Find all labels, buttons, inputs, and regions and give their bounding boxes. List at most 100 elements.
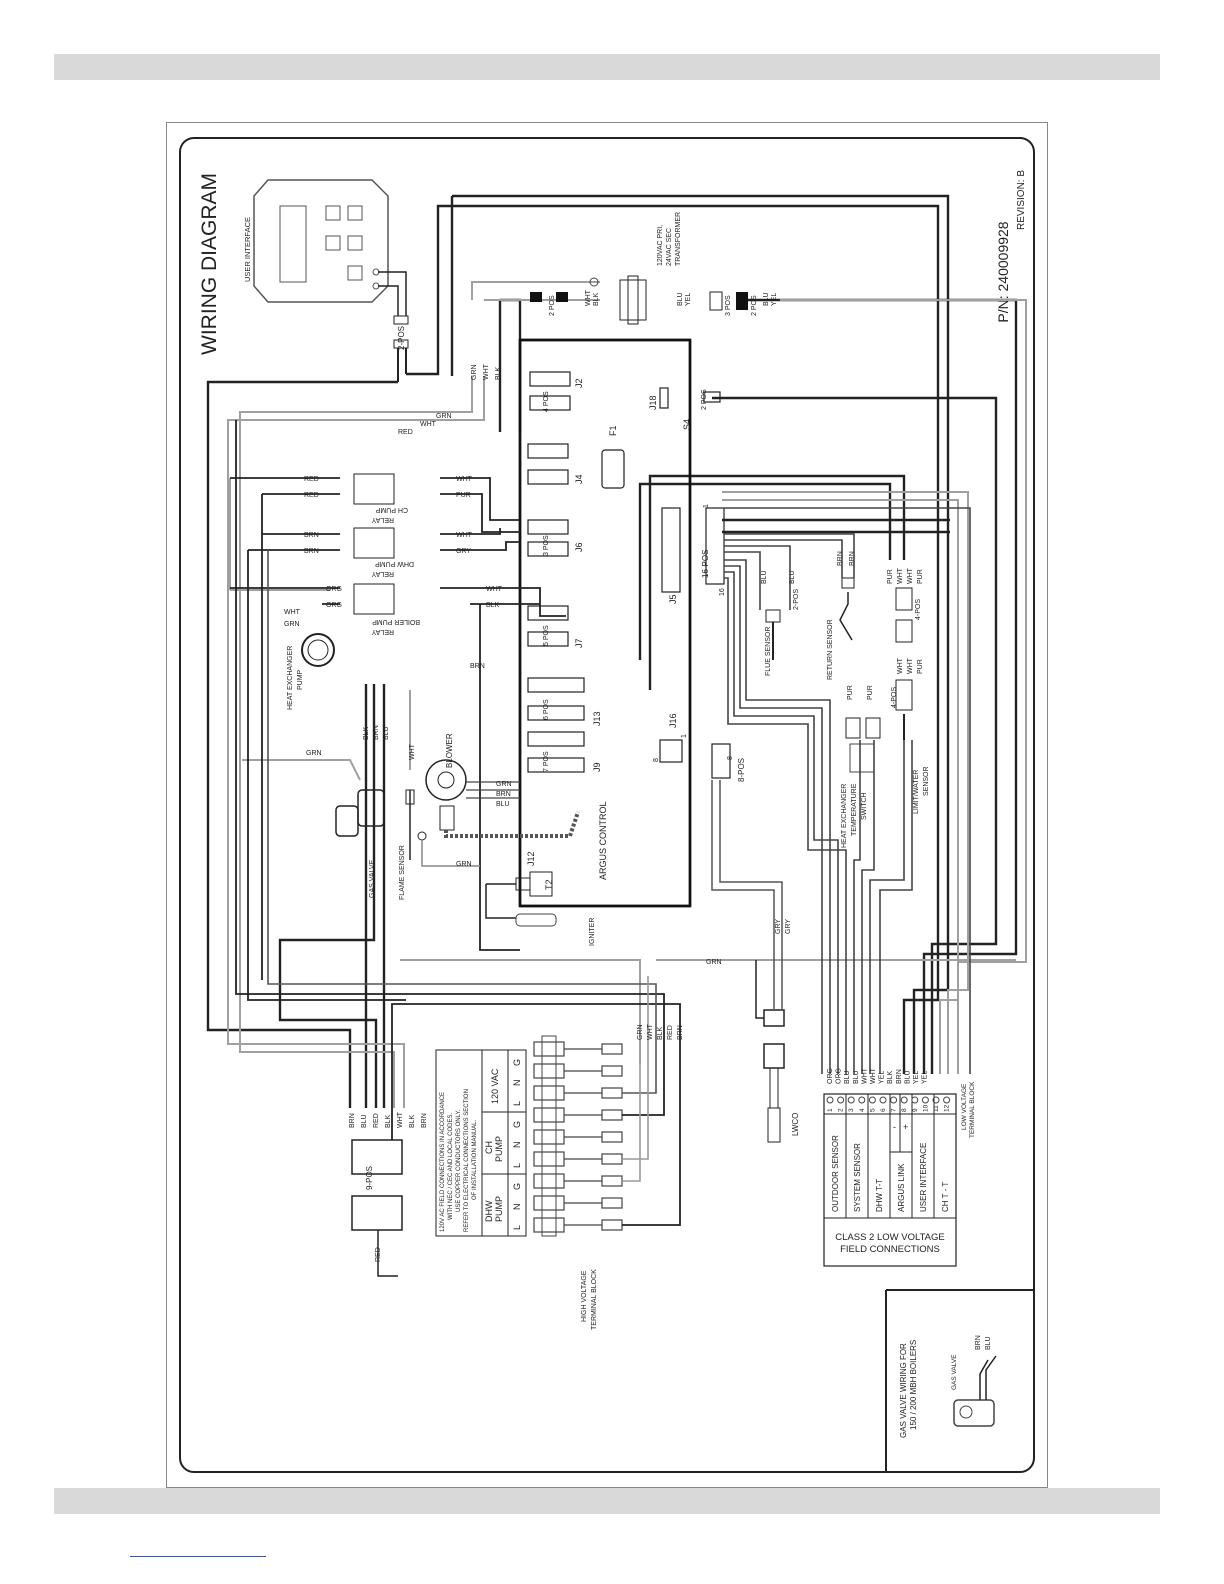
svg-text:CH PUMP: CH PUMP xyxy=(375,506,408,513)
svg-text:REFER TO ELECTRICAL CONNECTION: REFER TO ELECTRICAL CONNECTIONS SECTION xyxy=(464,1089,470,1232)
harness-dark xyxy=(206,194,1018,1108)
header-j7: J7 xyxy=(574,638,584,648)
svg-text:GRN: GRN xyxy=(471,364,478,380)
lv-terminal-block: OUTDOOR SENSOR SYSTEM SENSOR DHW T-T ARG… xyxy=(823,1067,976,1267)
svg-text:GRN: GRN xyxy=(306,750,322,757)
svg-text:SYSTEM SENSOR: SYSTEM SENSOR xyxy=(853,1143,862,1212)
header-j2: J2 xyxy=(574,378,584,388)
nine-pos-connector: 9-POS RED BRN BLU RED BLK WHT BLK BRN xyxy=(349,1111,428,1277)
lv-wire-label: BLU xyxy=(904,1070,911,1084)
svg-text:BLU: BLU xyxy=(761,570,768,584)
svg-text:N: N xyxy=(512,1080,522,1087)
transformer-line1: 120VAC PRI, xyxy=(657,225,664,266)
svg-text:BLK: BLK xyxy=(495,366,502,380)
svg-text:DHW T-T: DHW T-T xyxy=(875,1179,884,1212)
header-j9: J9 xyxy=(592,762,602,772)
svg-text:SWITCH: SWITCH xyxy=(861,792,868,820)
svg-text:RED: RED xyxy=(667,1025,674,1040)
svg-text:BLU: BLU xyxy=(361,1114,368,1128)
svg-text:HIGH VOLTAGE: HIGH VOLTAGE xyxy=(581,1270,588,1322)
lv-terminal-number: 2 xyxy=(838,1108,845,1112)
svg-text:CH T - T: CH T - T xyxy=(941,1182,950,1212)
svg-text:WHT: WHT xyxy=(907,657,914,674)
svg-text:RED: RED xyxy=(398,429,413,436)
header-j6: J6 xyxy=(574,542,584,552)
svg-text:RED: RED xyxy=(373,1113,380,1128)
svg-text:GAS VALVE WIRING FOR: GAS VALVE WIRING FOR xyxy=(899,1343,908,1438)
svg-text:-: - xyxy=(893,1122,896,1132)
lv-wire-label: BLU xyxy=(844,1070,851,1084)
inner-border xyxy=(179,137,1035,1473)
svg-text:BRN: BRN xyxy=(373,725,380,740)
svg-text:N: N xyxy=(512,1204,522,1211)
svg-text:L: L xyxy=(512,1163,522,1168)
svg-text:BRN: BRN xyxy=(837,551,844,566)
svg-text:RELAY: RELAY xyxy=(371,516,394,523)
header-labels: J2 4 POS J4 J6 3 POS J7 5 POS 6 POS J13 … xyxy=(526,378,746,890)
svg-text:YEL: YEL xyxy=(771,293,778,306)
svg-text:WHT: WHT xyxy=(897,567,904,584)
svg-text:BLK: BLK xyxy=(593,292,600,306)
svg-text:GRN: GRN xyxy=(496,781,512,788)
svg-text:USER INTERFACE: USER INTERFACE xyxy=(919,1143,928,1212)
header-j4: J4 xyxy=(574,474,584,484)
svg-text:GAS VALVE: GAS VALVE xyxy=(369,859,376,898)
lv-wire-label: WHT xyxy=(870,1067,877,1084)
ui-connector: 2-POS xyxy=(378,271,409,382)
svg-text:BRN: BRN xyxy=(849,551,856,566)
lv-wire-label: BRN xyxy=(896,1069,903,1084)
svg-text:2 POS: 2 POS xyxy=(549,295,556,316)
svg-text:GRY: GRY xyxy=(775,919,782,934)
svg-text:L: L xyxy=(512,1101,522,1106)
svg-text:CH: CH xyxy=(484,1141,494,1154)
lv-terminal-number: 1 xyxy=(827,1108,834,1112)
svg-text:DHW: DHW xyxy=(484,1200,494,1222)
lv-terminal-number: 10 xyxy=(922,1104,929,1112)
svg-text:OF INSTALLATION MANUAL.: OF INSTALLATION MANUAL. xyxy=(472,1120,478,1200)
svg-text:BLK: BLK xyxy=(486,602,500,609)
svg-text:RETURN SENSOR: RETURN SENSOR xyxy=(827,619,834,680)
svg-text:BRN: BRN xyxy=(975,1335,982,1350)
diagram-title: WIRING DIAGRAM xyxy=(198,173,221,355)
header-2pos: 2 POS xyxy=(701,389,708,410)
svg-text:TEMPERATURE: TEMPERATURE xyxy=(851,783,858,836)
svg-text:BLU: BLU xyxy=(985,1336,992,1350)
header-j12: J12 xyxy=(526,851,536,866)
svg-text:GRY: GRY xyxy=(456,548,471,555)
svg-text:WHT: WHT xyxy=(420,421,437,428)
header-7pos: 7 POS xyxy=(543,751,550,772)
header-16pos: 16-POS xyxy=(701,550,710,578)
blower: BLOWER GRN BRN BLU xyxy=(425,733,580,838)
svg-text:ORG: ORG xyxy=(326,602,342,609)
svg-text:PUR: PUR xyxy=(847,685,854,700)
argus-control-label: ARGUS CONTROL xyxy=(598,801,608,880)
lv-terminal-screw xyxy=(943,1096,951,1104)
svg-text:WITH NEC / CEC AND LOCAL CODES: WITH NEC / CEC AND LOCAL CODES. xyxy=(448,1113,454,1220)
lv-terminal-screw xyxy=(868,1096,876,1104)
svg-text:4-POS: 4-POS xyxy=(891,687,898,708)
igniter: IGNITER xyxy=(485,871,596,946)
svg-text:150 / 200 MBH BOILERS: 150 / 200 MBH BOILERS xyxy=(909,1340,918,1430)
svg-text:RED: RED xyxy=(375,1247,382,1262)
j16-pin-8: 8 xyxy=(653,758,660,762)
svg-text:LOW VOLTAGE: LOW VOLTAGE xyxy=(961,1083,968,1130)
header-j5: J5 xyxy=(668,594,678,604)
transformer-line3: TRANSFORMER xyxy=(675,212,682,266)
svg-text:2 POS: 2 POS xyxy=(751,295,758,316)
svg-text:2-POS: 2-POS xyxy=(793,589,800,610)
lwco: LWCO GRY GRY GRN xyxy=(706,780,800,1143)
svg-text:ARGUS LINK: ARGUS LINK xyxy=(897,1163,906,1212)
top-wire-labels: BLK WHT YEL BLU YEL BLU GRN WHT BLK GRN … xyxy=(398,289,778,436)
svg-text:WHT: WHT xyxy=(585,289,592,306)
svg-text:BLK: BLK xyxy=(657,1026,664,1040)
svg-text:BRN: BRN xyxy=(304,548,319,555)
svg-text:ORG: ORG xyxy=(326,586,342,593)
header-3pos: 3 POS xyxy=(543,535,550,556)
header-8pos: 8-POS xyxy=(737,758,746,782)
footer-link-underline[interactable] xyxy=(130,1556,266,1557)
lv-terminal-number: 12 xyxy=(944,1104,951,1112)
svg-text:4-POS: 4-POS xyxy=(915,599,922,620)
svg-text:G: G xyxy=(512,1183,522,1190)
svg-text:BLK: BLK xyxy=(409,1114,416,1128)
